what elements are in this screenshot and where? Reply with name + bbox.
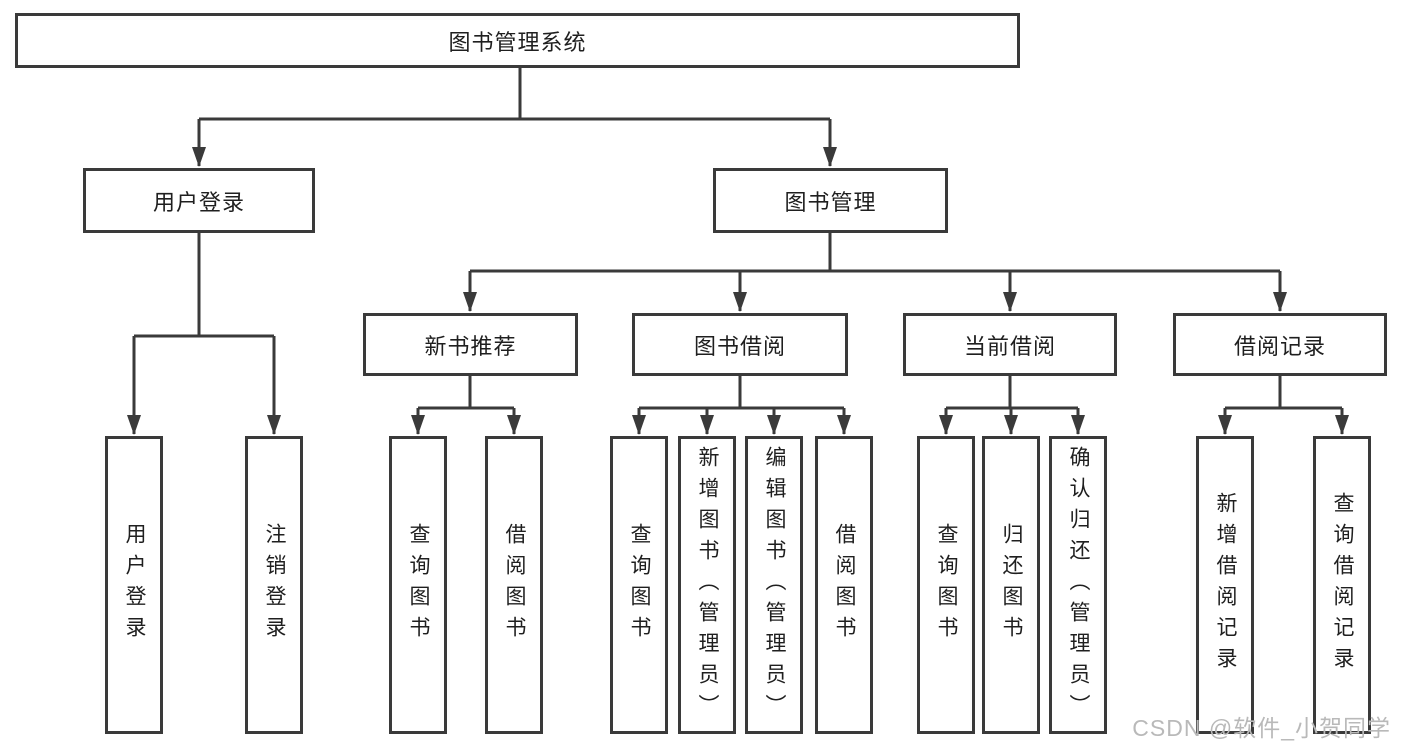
node-leaf-query-books-3: 查询图书	[917, 436, 975, 734]
node-leaf-add-borrow-record: 新增借阅记录	[1196, 436, 1254, 734]
node-leaf-user-login: 用户登录	[105, 436, 163, 734]
connector-user-login-trunk	[134, 233, 274, 338]
node-leaf-logout: 注销登录	[245, 436, 303, 734]
csdn-watermark: CSDN @软件_小贺同学	[1132, 715, 1391, 741]
connector-book-mgmt-trunk	[470, 233, 1280, 273]
connector-root-trunk	[199, 68, 830, 121]
node-leaf-borrow-books-1: 借阅图书	[485, 436, 543, 734]
node-leaf-edit-books-admin: 编辑图书（管理员）	[745, 436, 803, 734]
connector-book-borrow-trunk	[639, 376, 844, 410]
node-leaf-borrow-books-2: 借阅图书	[815, 436, 873, 734]
node-leaf-query-borrow-record: 查询借阅记录	[1313, 436, 1371, 734]
node-leaf-query-books-1: 查询图书	[389, 436, 447, 734]
node-leaf-return-books: 归还图书	[982, 436, 1040, 734]
node-new-book-recommendation: 新书推荐	[363, 313, 578, 376]
node-current-borrowing: 当前借阅	[903, 313, 1117, 376]
node-borrowing-records: 借阅记录	[1173, 313, 1387, 376]
node-leaf-confirm-return-admin: 确认归还（管理员）	[1049, 436, 1107, 734]
node-book-management: 图书管理	[713, 168, 948, 233]
node-leaf-add-books-admin: 新增图书（管理员）	[678, 436, 736, 734]
node-book-borrowing: 图书借阅	[632, 313, 848, 376]
connector-current-borrow-trunk	[946, 376, 1078, 410]
node-library-management-system: 图书管理系统	[15, 13, 1020, 68]
connector-new-book-trunk	[418, 376, 514, 410]
node-leaf-query-books-2: 查询图书	[610, 436, 668, 734]
node-user-login: 用户登录	[83, 168, 315, 233]
connector-borrow-record-trunk	[1225, 376, 1342, 410]
